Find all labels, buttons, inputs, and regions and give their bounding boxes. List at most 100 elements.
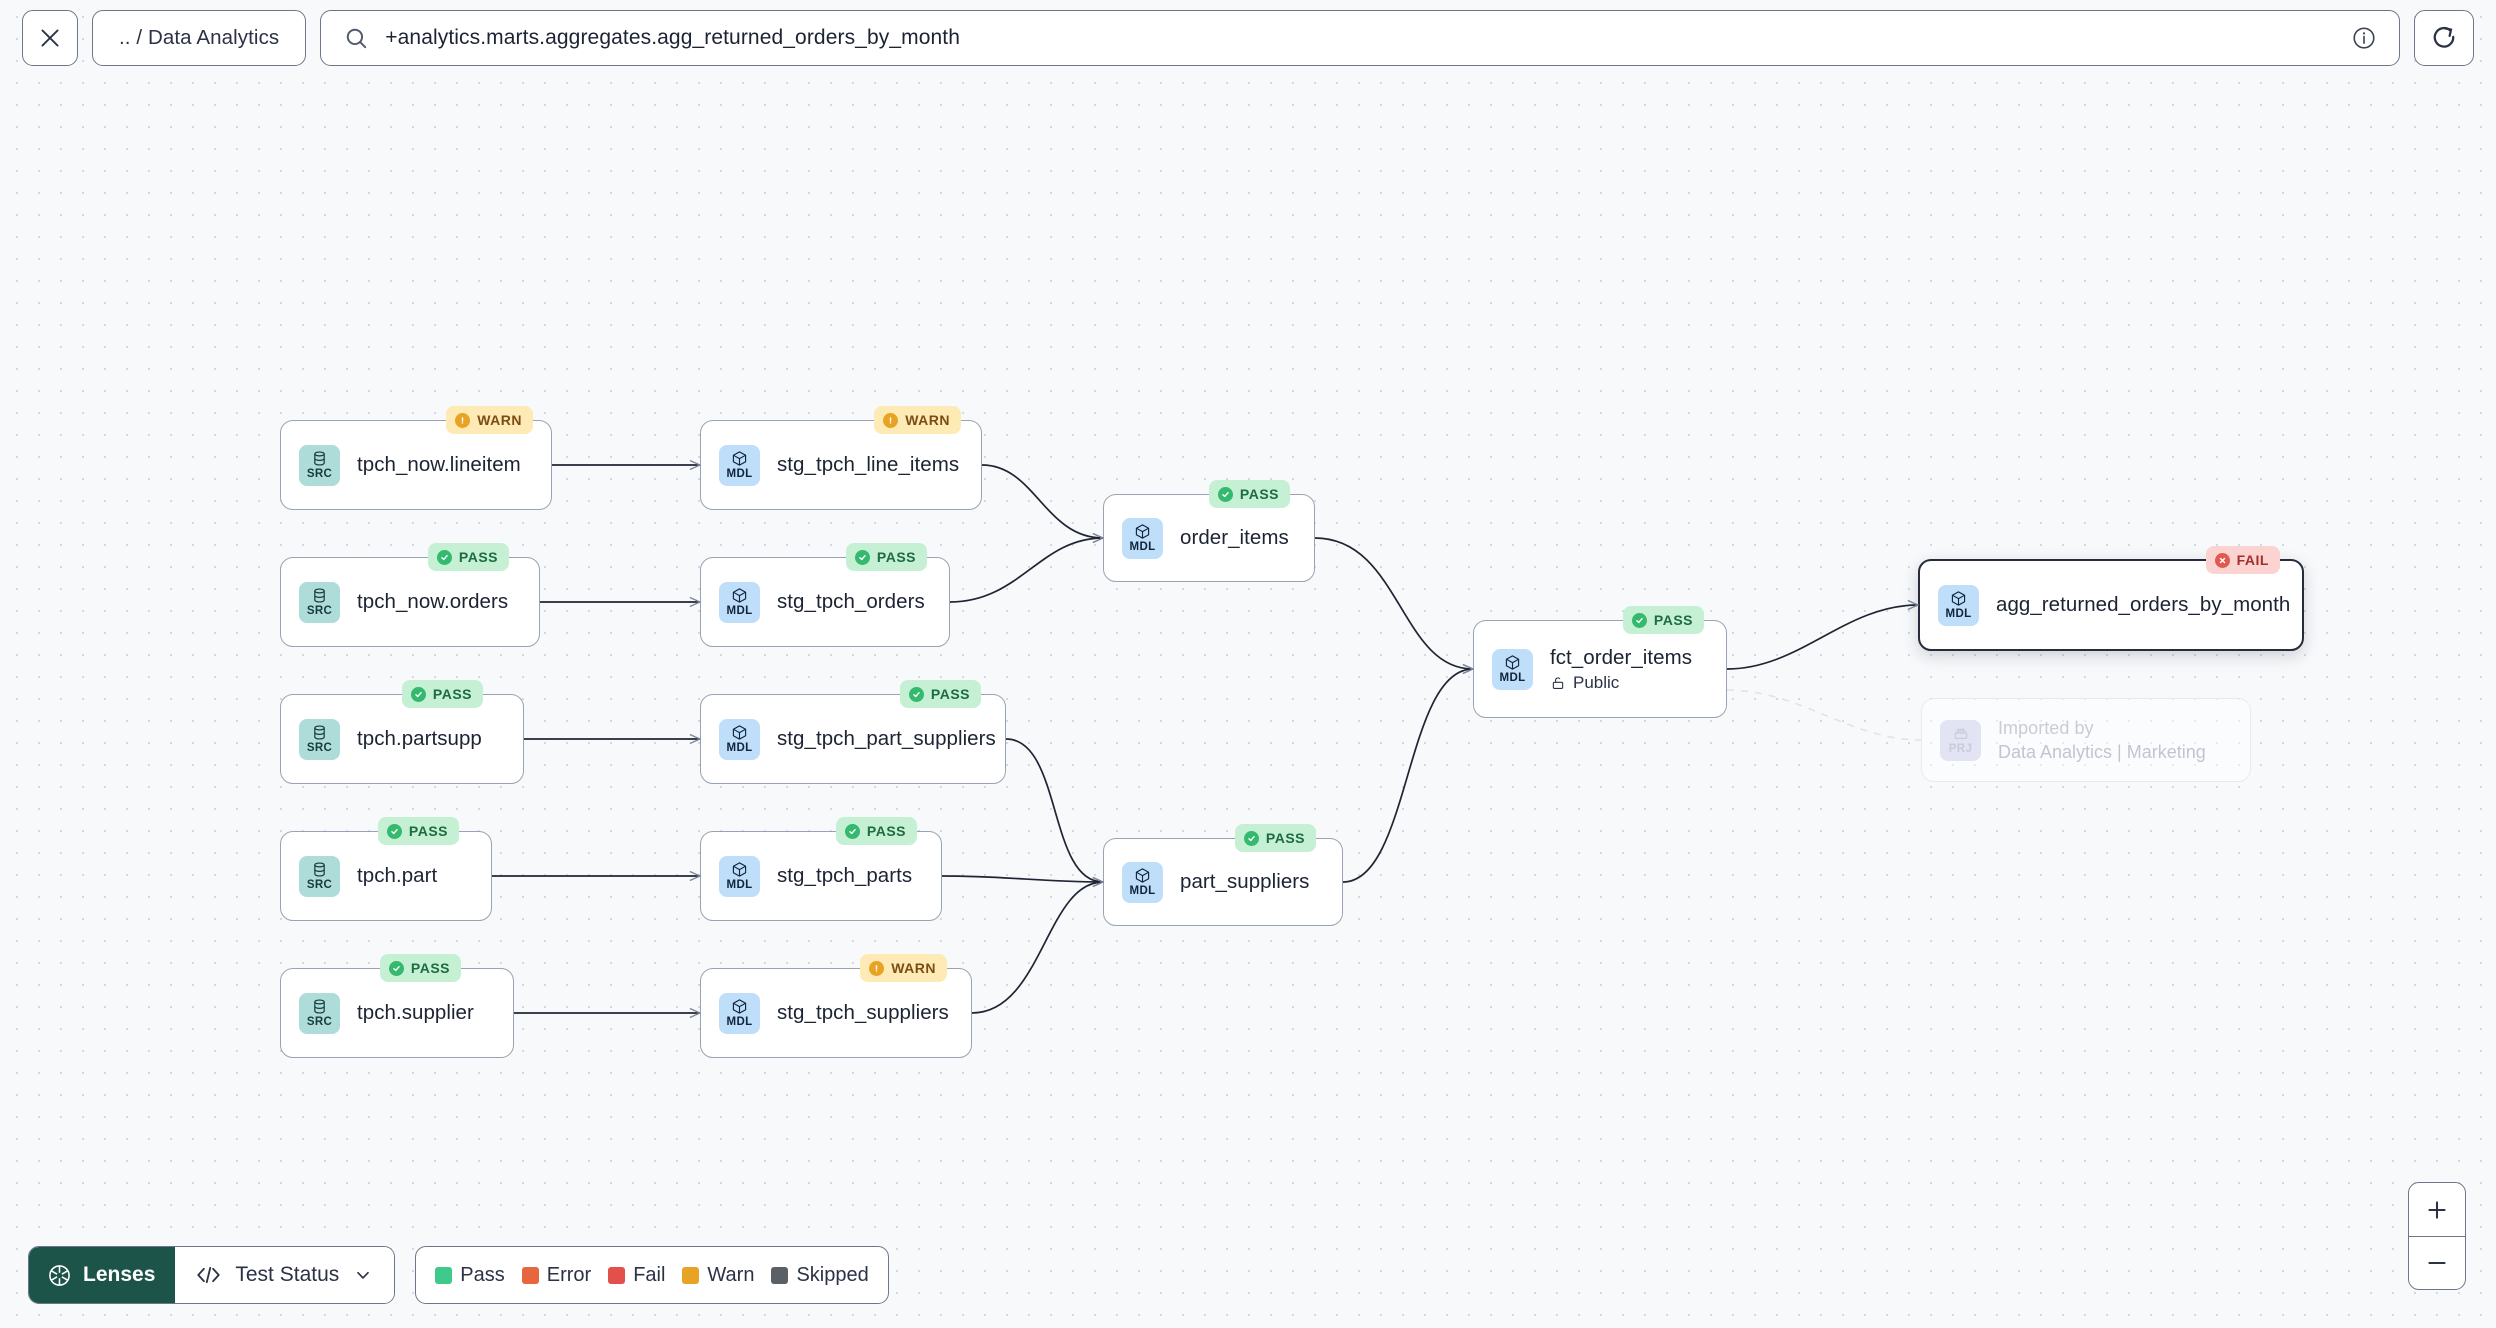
status-label: PASS bbox=[432, 686, 472, 702]
node-text: stg_tpch_parts bbox=[777, 864, 912, 888]
search-input[interactable] bbox=[385, 26, 2335, 50]
cube-icon bbox=[732, 725, 747, 740]
node-type-glyph bbox=[731, 587, 748, 604]
node-type-glyph bbox=[731, 998, 748, 1015]
node-type-chip-mdl: MDL bbox=[1938, 584, 1979, 626]
status-label: PASS bbox=[408, 823, 448, 839]
status-badge-fail: FAIL bbox=[2205, 546, 2280, 574]
cube-icon bbox=[732, 999, 747, 1014]
legend-item-skipped[interactable]: Skipped bbox=[771, 1263, 869, 1287]
graph-node-imported_by_project[interactable]: PRJ Imported by Data Analytics | Marketi… bbox=[1921, 698, 2251, 782]
check-icon bbox=[1636, 617, 1643, 623]
graph-node-tpch_part[interactable]: SRC tpch.part PASS bbox=[280, 817, 492, 921]
cube-icon bbox=[732, 451, 747, 466]
node-title: stg_tpch_parts bbox=[777, 864, 913, 887]
node-type-chip-mdl: MDL bbox=[719, 855, 760, 897]
graph-node-stg_tpch_orders[interactable]: MDL stg_tpch_orders PASS bbox=[700, 543, 950, 647]
status-dot bbox=[455, 412, 471, 428]
status-badge-pass: PASS bbox=[427, 543, 509, 571]
status-badge-pass: PASS bbox=[401, 680, 483, 708]
info-icon[interactable] bbox=[2351, 25, 2377, 51]
node-type-chip-mdl: MDL bbox=[1122, 517, 1163, 559]
legend-item-pass[interactable]: Pass bbox=[435, 1263, 505, 1287]
status-badge-pass: PASS bbox=[845, 543, 927, 571]
status-label: WARN bbox=[477, 412, 522, 428]
node-type-chip-src: SRC bbox=[299, 444, 340, 486]
node-subtitle: Data Analytics | Marketing bbox=[1998, 741, 2206, 762]
refresh-button[interactable] bbox=[2414, 10, 2474, 66]
breadcrumb[interactable]: .. / Data Analytics bbox=[92, 10, 307, 66]
node-type-label: MDL bbox=[726, 742, 753, 754]
test-status-dropdown[interactable]: Test Status bbox=[175, 1247, 395, 1303]
database-icon bbox=[314, 725, 325, 740]
graph-node-stg_tpch_suppliers[interactable]: MDL stg_tpch_suppliers WARN bbox=[700, 954, 972, 1058]
graph-node-tpch_supplier[interactable]: SRC tpch.supplier PASS bbox=[280, 954, 514, 1058]
status-dot bbox=[844, 823, 860, 839]
graph-node-tpch_partsupp[interactable]: SRC tpch.partsupp PASS bbox=[280, 680, 524, 784]
legend-label: Skipped bbox=[796, 1263, 869, 1286]
zoom-in-button[interactable] bbox=[2409, 1183, 2465, 1236]
node-type-chip-src: SRC bbox=[299, 581, 340, 623]
node-type-label: MDL bbox=[1499, 672, 1526, 684]
node-title: stg_tpch_suppliers bbox=[777, 1001, 949, 1024]
status-dot bbox=[1217, 486, 1233, 502]
zoom-out-button[interactable] bbox=[2409, 1236, 2465, 1289]
node-text: tpch.part bbox=[357, 864, 437, 888]
graph-node-stg_tpch_line_items[interactable]: MDL stg_tpch_line_items WARN bbox=[700, 406, 982, 510]
node-type-glyph bbox=[1134, 867, 1151, 884]
status-dot bbox=[388, 960, 404, 976]
cube-icon bbox=[1505, 655, 1520, 670]
status-dot bbox=[869, 960, 885, 976]
legend-label: Pass bbox=[460, 1263, 505, 1286]
graph-node-tpch_now_lineitem[interactable]: SRC tpch_now.lineitem WARN bbox=[280, 406, 552, 510]
node-text: tpch.supplier bbox=[357, 1001, 474, 1025]
node-type-label: MDL bbox=[726, 605, 753, 617]
close-button[interactable] bbox=[22, 10, 78, 66]
legend-item-fail[interactable]: Fail bbox=[608, 1264, 665, 1287]
node-type-glyph bbox=[731, 861, 748, 878]
status-badge-warn: WARN bbox=[446, 406, 533, 434]
graph-node-stg_tpch_part_suppliers[interactable]: MDL stg_tpch_part_suppliers PASS bbox=[700, 680, 1006, 784]
search-bar[interactable] bbox=[320, 10, 2400, 66]
database-icon bbox=[314, 862, 325, 877]
lens-control-group: Lenses Test Status bbox=[28, 1246, 396, 1304]
node-type-label: SRC bbox=[306, 468, 333, 480]
node-text: stg_tpch_orders bbox=[777, 590, 925, 614]
status-badge-pass: PASS bbox=[835, 817, 917, 845]
node-type-label: SRC bbox=[306, 742, 333, 754]
status-label: PASS bbox=[876, 549, 916, 565]
status-badge-pass: PASS bbox=[1622, 606, 1704, 634]
code-icon bbox=[197, 1266, 221, 1284]
node-type-chip-mdl: MDL bbox=[1122, 861, 1163, 903]
node-type-chip-src: SRC bbox=[299, 718, 340, 760]
status-badge-pass: PASS bbox=[379, 954, 461, 982]
node-text: Imported by Data Analytics | Marketing bbox=[1998, 718, 2206, 763]
cube-icon bbox=[1135, 524, 1150, 539]
graph-node-tpch_now_orders[interactable]: SRC tpch_now.orders PASS bbox=[280, 543, 540, 647]
exclamation-icon bbox=[876, 964, 878, 972]
status-label: PASS bbox=[410, 960, 450, 976]
test-status-label: Test Status bbox=[235, 1263, 340, 1286]
node-text: stg_tpch_suppliers bbox=[777, 1001, 949, 1025]
graph-node-order_items[interactable]: MDL order_items PASS bbox=[1103, 480, 1315, 582]
status-dot bbox=[2214, 552, 2230, 568]
graph-node-part_suppliers[interactable]: MDL part_suppliers PASS bbox=[1103, 824, 1343, 926]
legend-item-error[interactable]: Error bbox=[521, 1264, 591, 1287]
check-icon bbox=[1248, 835, 1255, 841]
graph-node-stg_tpch_parts[interactable]: MDL stg_tpch_parts PASS bbox=[700, 817, 942, 921]
graph-node-agg_returned_orders_by_month[interactable]: MDL agg_returned_orders_by_month FAIL bbox=[1918, 546, 2304, 651]
node-type-glyph bbox=[1504, 654, 1521, 671]
graph-node-fct_order_items[interactable]: MDL fct_order_items Public PASS bbox=[1473, 606, 1727, 718]
node-title: Imported by bbox=[1998, 717, 2094, 738]
lenses-button[interactable]: Lenses bbox=[29, 1247, 176, 1303]
breadcrumb-label: .. / Data Analytics bbox=[119, 26, 280, 49]
status-badge-pass: PASS bbox=[377, 817, 459, 845]
bottom-toolbar: Lenses Test Status Pass Error bbox=[28, 1246, 889, 1304]
node-text: tpch_now.lineitem bbox=[357, 453, 521, 477]
legend-item-warn[interactable]: Warn bbox=[682, 1264, 754, 1287]
node-type-label: PRJ bbox=[1948, 743, 1973, 755]
top-toolbar: .. / Data Analytics bbox=[0, 0, 2496, 76]
legend-swatch bbox=[771, 1266, 789, 1284]
